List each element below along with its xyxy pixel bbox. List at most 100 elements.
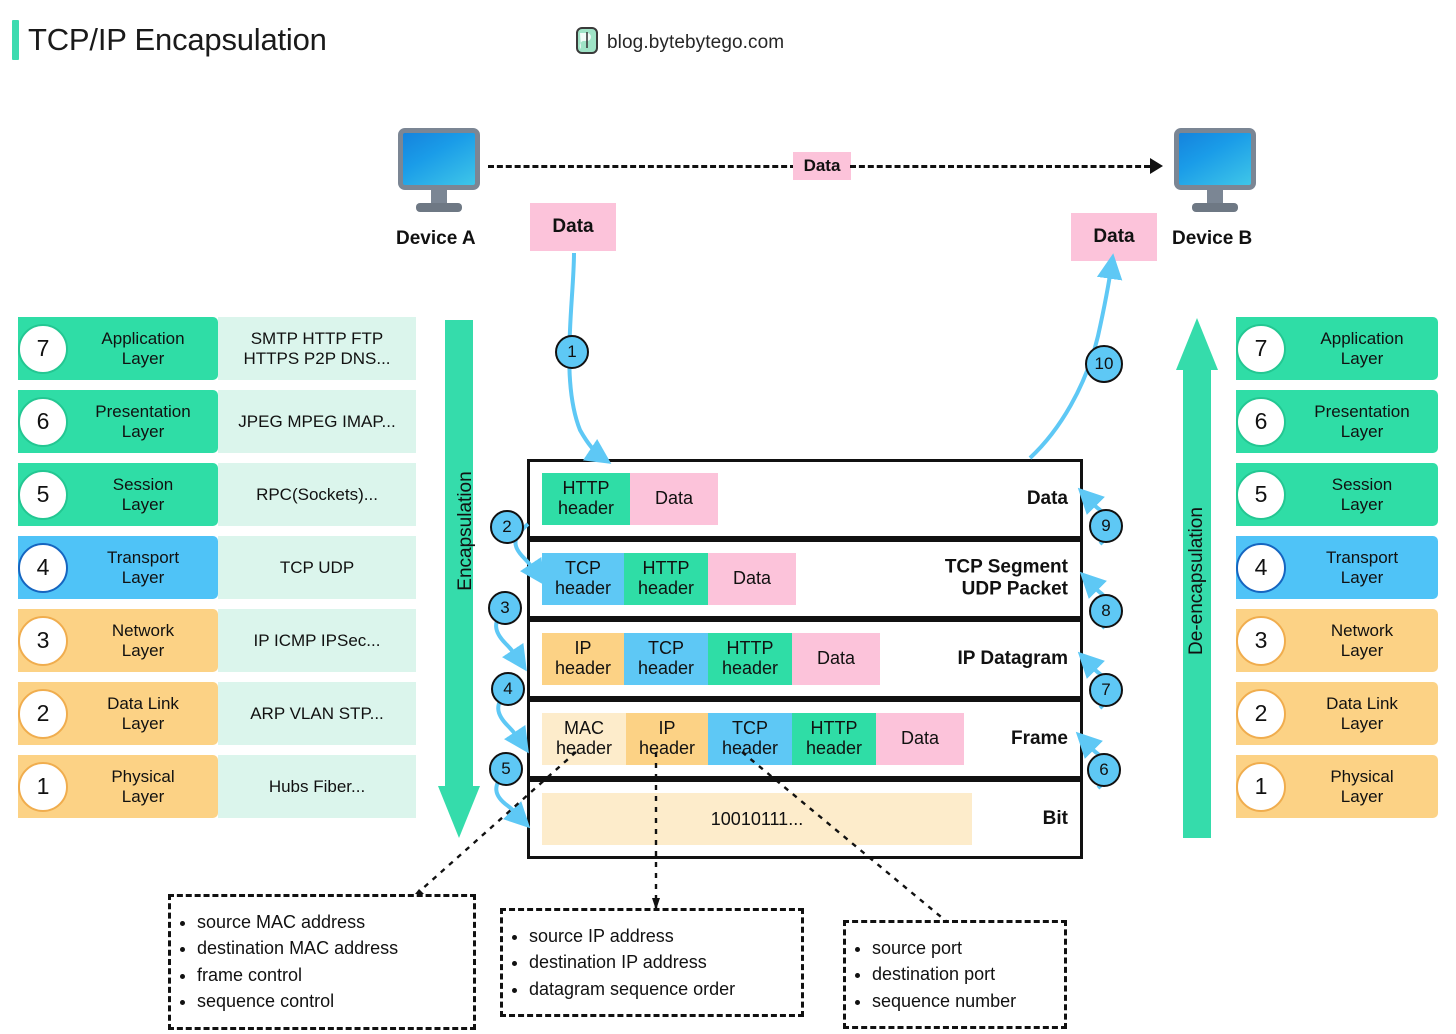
note-item: source MAC address (197, 909, 459, 935)
osi-left-protocols-2: ARP VLAN STP... (218, 682, 416, 745)
bit-stream-value: 10010111... (542, 793, 972, 845)
packet-row-label-4: Frame (1010, 727, 1068, 749)
packet-row-label-1: Data (1026, 487, 1068, 509)
data-chip-source: Data (530, 203, 616, 251)
step-marker-1: 1 (555, 335, 589, 369)
note-item: datagram sequence order (529, 976, 787, 1002)
device-a-label: Device A (396, 228, 476, 249)
packet-row-5: 10010111... Bit (527, 779, 1083, 859)
device-a-monitor-icon (398, 128, 480, 212)
osi-left-layer-number-6: 6 (18, 396, 68, 447)
osi-right-layer-number-3: 3 (1236, 615, 1286, 666)
osi-left-protocols-4: TCP UDP (218, 536, 416, 599)
osi-right-layer-number-1: 1 (1236, 761, 1286, 812)
device-b-label: Device B (1172, 228, 1253, 249)
bytebytego-logo-icon (576, 27, 598, 59)
step-marker-8: 8 (1089, 594, 1123, 628)
osi-right-layer-number-6: 6 (1236, 396, 1286, 447)
ip-note: source IP addressdestination IP addressd… (500, 908, 804, 1018)
osi-right-layer-number-7: 7 (1236, 323, 1286, 374)
osi-left-layer-number-5: 5 (18, 469, 68, 520)
step-marker-4: 4 (491, 672, 525, 706)
note-item: destination IP address (529, 949, 787, 975)
note-item: destination port (872, 961, 1050, 987)
packet-segment-data: Data (876, 713, 964, 765)
packet-segment-data: Data (630, 473, 718, 525)
osi-left-protocols-6: JPEG MPEG IMAP... (218, 390, 416, 453)
packet-row-label-5: Bit (1042, 807, 1068, 829)
step-marker-10: 10 (1085, 345, 1123, 383)
osi-right-layer-number-5: 5 (1236, 469, 1286, 520)
osi-left-protocols-3: IP ICMP IPSec... (218, 609, 416, 672)
deencapsulation-arrow (1176, 318, 1218, 838)
device-link-arrowhead (1150, 158, 1163, 174)
osi-left-layer-number-1: 1 (18, 761, 68, 812)
osi-left-protocols-1: Hubs Fiber... (218, 755, 416, 818)
note-item: sequence number (872, 988, 1050, 1014)
step-marker-7: 7 (1089, 673, 1123, 707)
data-chip-dest: Data (1071, 213, 1157, 261)
note-item: sequence control (197, 988, 459, 1014)
step-marker-3: 3 (488, 591, 522, 625)
step-marker-6: 6 (1087, 753, 1121, 787)
osi-left-layer-number-7: 7 (18, 323, 68, 374)
packet-segment-data: Data (708, 553, 796, 605)
device-link-dashed-right (850, 165, 1150, 168)
mac-note: source MAC addressdestination MAC addres… (168, 894, 476, 1030)
title-accent-bar (12, 20, 19, 60)
device-link-dashed-left (488, 165, 796, 168)
note-item: source port (872, 935, 1050, 961)
encapsulation-arrow-label: Encapsulation (455, 471, 476, 591)
deencapsulation-arrow-label: De-encapsulation (1186, 507, 1207, 655)
